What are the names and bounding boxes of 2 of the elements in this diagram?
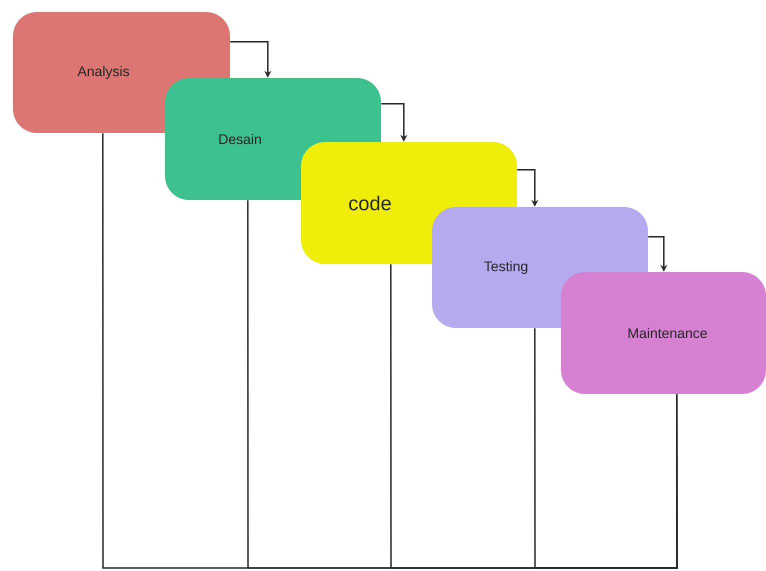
connector-line [534, 328, 678, 569]
process-box: Maintenance [561, 272, 766, 394]
